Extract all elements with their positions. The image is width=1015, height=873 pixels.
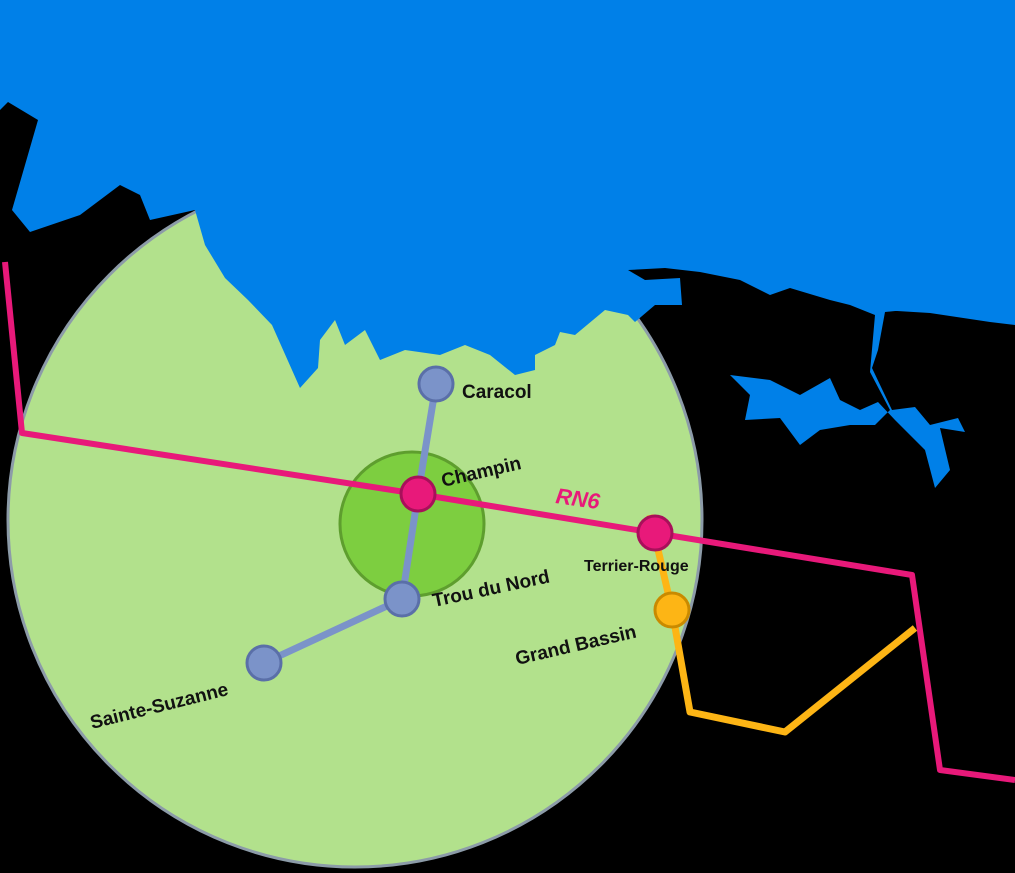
town-marker-caracol[interactable] bbox=[417, 365, 455, 403]
label-rn6: RN6 bbox=[554, 483, 602, 514]
circle-marker-icon bbox=[636, 514, 674, 552]
circle-marker-icon bbox=[417, 365, 455, 403]
orange-route bbox=[646, 514, 918, 736]
circle-marker-icon bbox=[653, 591, 691, 629]
sea-area bbox=[0, 0, 1015, 488]
town-marker-grand-bassin[interactable] bbox=[653, 591, 691, 629]
town-marker-trou-du-nord[interactable] bbox=[383, 580, 421, 618]
label-terrier-rouge: Terrier-Rouge bbox=[584, 558, 689, 575]
blue-route bbox=[262, 383, 440, 667]
town-marker-sainte-suzanne[interactable] bbox=[245, 644, 283, 682]
circle-marker-icon bbox=[399, 475, 437, 513]
label-caracol: Caracol bbox=[462, 382, 532, 403]
town-marker-terrier-rouge[interactable] bbox=[636, 514, 674, 552]
circle-marker-icon bbox=[383, 580, 421, 618]
circle-marker-icon bbox=[245, 644, 283, 682]
town-marker-champin[interactable] bbox=[399, 475, 437, 513]
